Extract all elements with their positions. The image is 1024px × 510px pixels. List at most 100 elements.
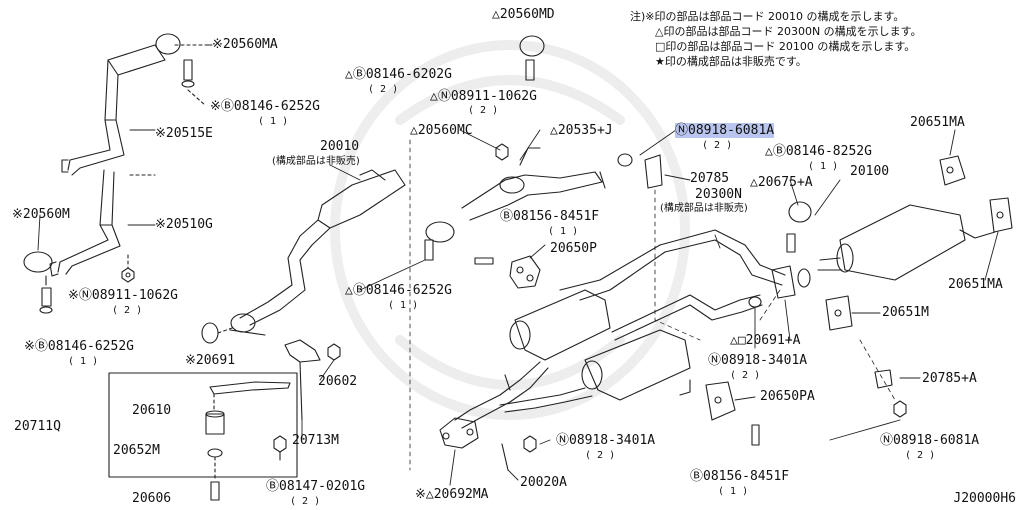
part-label[interactable]: ※△20692MA (415, 487, 489, 502)
part-label[interactable]: ※20560MA (212, 37, 278, 52)
bracket-20713M (284, 339, 321, 421)
clamp-20560M (23, 251, 53, 314)
stud-20020A (501, 443, 509, 471)
diagram-code: J20000H6 (953, 491, 1016, 506)
clamp-20560MC (424, 221, 455, 261)
part-label[interactable]: ※20691 (185, 353, 236, 368)
part-label[interactable]: 20713M (292, 433, 339, 448)
part-qty: ( 1 ) (258, 116, 289, 127)
part-label[interactable]: △Ⓑ08146-6252G (345, 283, 452, 298)
part-label[interactable]: △□20691+A (730, 333, 801, 348)
part-label[interactable]: Ⓝ08918-3401A (708, 353, 808, 368)
muffler-left (509, 289, 611, 361)
center-pipe-20300N (439, 229, 786, 449)
note-line-1: 注)※印の部品は部品コード 20010 の構成を示します。 (630, 10, 905, 23)
part-label[interactable]: Ⓑ08147-0201G (266, 479, 366, 494)
flange-rear (771, 265, 796, 299)
y-pipe-20535J (461, 147, 606, 221)
part-qty: ( 1 ) (388, 300, 419, 311)
front-tube-20515E (61, 44, 166, 176)
hanger-20651M (825, 295, 853, 331)
catalyst-20010 (229, 169, 406, 336)
rear-muffler-20100 (817, 204, 996, 281)
part-label[interactable]: 20606 (132, 491, 172, 506)
hanger-20651MA-top (939, 155, 966, 186)
part-label[interactable]: Ⓑ08156-8451F (500, 209, 600, 224)
part-label[interactable]: 20650PA (760, 389, 815, 404)
part-label[interactable]: Ⓝ08918-3401A (556, 433, 656, 448)
part-sublabel-text: 構成部品は非販売 (275, 156, 356, 167)
mounting-kit-20711Q (108, 372, 298, 501)
part-qty: ( 2 ) (905, 450, 936, 461)
part-qty: ( 2 ) (468, 105, 499, 116)
part-qty: ( 1 ) (68, 356, 99, 367)
hanger-20651MA-right (989, 197, 1013, 233)
part-qty: ( 2 ) (730, 370, 761, 381)
part-label[interactable]: △20675+A (750, 175, 813, 190)
part-label[interactable]: △20560MC (410, 123, 473, 138)
nut-08911-center (495, 143, 509, 161)
part-label[interactable]: 20602 (318, 374, 358, 389)
part-sublabel-text: 構成部品は非販売 (663, 203, 744, 214)
highlighted-part-number: Ⓝ08918-6081A (675, 123, 775, 138)
hanger-20650PA (705, 381, 736, 421)
part-label[interactable]: 20650P (550, 241, 597, 256)
part-label[interactable]: 20300N (695, 187, 742, 202)
part-label[interactable]: 20652M (113, 443, 160, 458)
part-label[interactable]: 20100 (850, 164, 890, 179)
part-label[interactable]: ※20510G (155, 217, 213, 232)
part-label[interactable]: 20785 (690, 171, 730, 186)
part-qty: ( 1 ) (808, 161, 839, 172)
part-qty: ( 2 ) (112, 305, 143, 316)
hanger-20650P (509, 255, 541, 289)
part-label[interactable]: 20711Q (14, 419, 61, 434)
part-label[interactable]: ※20515E (155, 126, 213, 141)
gasket-20691 (201, 322, 219, 344)
note-line-2: △印の部品は部品コード 20300N の構成を示します。 (655, 25, 922, 38)
bolt-08146-8252G (786, 233, 796, 253)
note-line-3: □印の部品は部品コード 20100 の構成を示します。 (655, 40, 916, 53)
part-qty: ( 2 ) (368, 84, 399, 95)
part-label[interactable]: △20560MD (492, 7, 555, 22)
part-qty: ( 2 ) (702, 140, 733, 151)
part-qty: ( 2 ) (290, 496, 321, 507)
note-line-4: ★印の構成部品は非販売です。 (655, 55, 807, 68)
part-label[interactable]: △20535+J (550, 123, 613, 138)
bracket-20785A (874, 369, 907, 418)
part-label[interactable]: ※20560M (12, 207, 70, 222)
muffler-right (581, 329, 691, 401)
part-label[interactable]: 20651MA (948, 277, 1003, 292)
part-label[interactable]: △Ⓝ08911-1062G (430, 89, 537, 104)
part-label[interactable]: ※Ⓑ08146-6252G (24, 339, 134, 354)
nut-08911 (121, 267, 135, 283)
part-label[interactable]: 20610 (132, 403, 172, 418)
part-label[interactable]: 20785+A (922, 371, 977, 386)
part-label[interactable]: 20020A (520, 475, 567, 490)
part-label[interactable]: △Ⓑ08146-8252G (765, 144, 872, 159)
part-label[interactable]: Ⓝ08918-6081A (880, 433, 980, 448)
part-label[interactable]: 20651MA (910, 115, 965, 130)
part-qty: ( 1 ) (718, 486, 749, 497)
part-label[interactable]: 20010 (320, 139, 360, 154)
gasket-20691A (797, 268, 811, 288)
bolt-08156-bottom (751, 424, 760, 446)
gasket-left (617, 153, 633, 167)
part-sublabel: (構成部品は非販売) (660, 203, 748, 214)
nut-08918-3401A-top (748, 296, 762, 308)
part-label[interactable]: △Ⓑ08146-6202G (345, 67, 452, 82)
part-label[interactable]: Ⓑ08156-8451F (690, 469, 790, 484)
part-sublabel: (構成部品は非販売) (272, 156, 360, 167)
part-label[interactable]: ※Ⓝ08911-1062G (68, 288, 178, 303)
watermark-logo (330, 40, 690, 420)
bracket-20785 (644, 154, 663, 189)
bolt-08156-top (474, 257, 494, 265)
flange-20692MA (439, 417, 479, 449)
part-label-highlighted[interactable]: Ⓝ08918-6081A (675, 123, 775, 138)
dashed-reference-lines (409, 139, 896, 471)
leader-lines (37, 44, 999, 486)
part-qty: ( 2 ) (585, 450, 616, 461)
part-label[interactable]: 20651M (882, 305, 929, 320)
part-label[interactable]: ※Ⓑ08146-6252G (210, 99, 320, 114)
